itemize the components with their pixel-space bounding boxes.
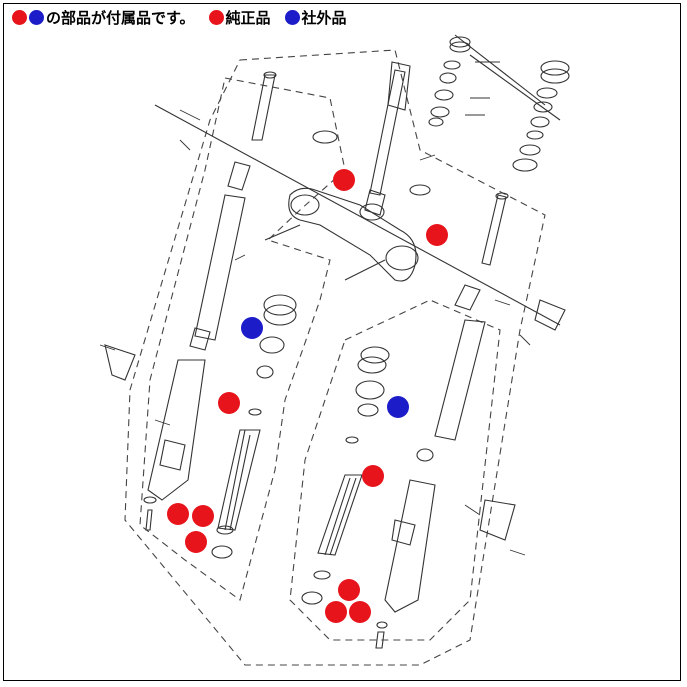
genuine-label: 純正品	[225, 8, 271, 27]
right-fork	[301, 284, 566, 649]
genuine-part-marker	[426, 224, 448, 246]
genuine-part-marker	[167, 503, 189, 525]
genuine-part-marker	[338, 579, 360, 601]
assembly-outline	[124, 49, 546, 666]
blue-dot-icon	[29, 9, 44, 25]
aftermarket-part-marker	[387, 396, 409, 418]
aftermarket-label: 社外品	[301, 8, 347, 27]
blue-dot-icon	[284, 9, 300, 25]
genuine-part-marker	[192, 505, 214, 527]
steering-stem	[154, 61, 561, 326]
leader-lines	[99, 61, 531, 556]
marker-layer	[167, 169, 448, 623]
diagram-frame	[3, 3, 681, 681]
aftermarket-part-marker	[241, 317, 263, 339]
genuine-part-marker	[325, 601, 347, 623]
legend-intro-text: の部品が付属品です。	[46, 8, 195, 27]
left-fork	[104, 161, 297, 559]
red-dot-icon	[208, 9, 224, 25]
legend-header: の部品が付属品です。 純正品 社外品	[12, 4, 347, 30]
genuine-part-marker	[185, 531, 207, 553]
triple-clamp	[264, 187, 419, 282]
genuine-part-marker	[349, 601, 371, 623]
genuine-part-marker	[362, 465, 384, 487]
fork-caps	[251, 71, 509, 266]
genuine-part-marker	[333, 169, 355, 191]
genuine-part-marker	[218, 392, 240, 414]
red-dot-icon	[12, 9, 27, 25]
bearing-stack	[428, 34, 570, 172]
